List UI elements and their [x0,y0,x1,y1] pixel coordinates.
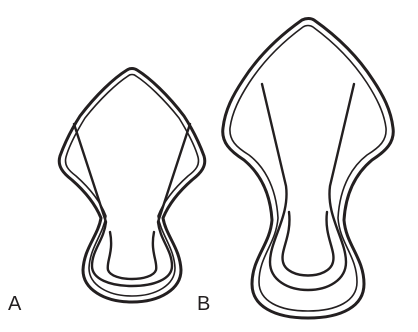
shape-b-inner-chamber [262,84,354,290]
panel-label-b: B [197,294,210,314]
shape-b [223,19,394,319]
shape-a-outer-rim [59,69,205,303]
shape-a [59,69,205,303]
shape-a-neck [108,232,157,279]
shape-a-inner-chamber [74,124,190,286]
panel-label-a: A [8,294,21,314]
shape-b-outer-rim [223,19,394,319]
shape-b-neck [283,212,334,276]
